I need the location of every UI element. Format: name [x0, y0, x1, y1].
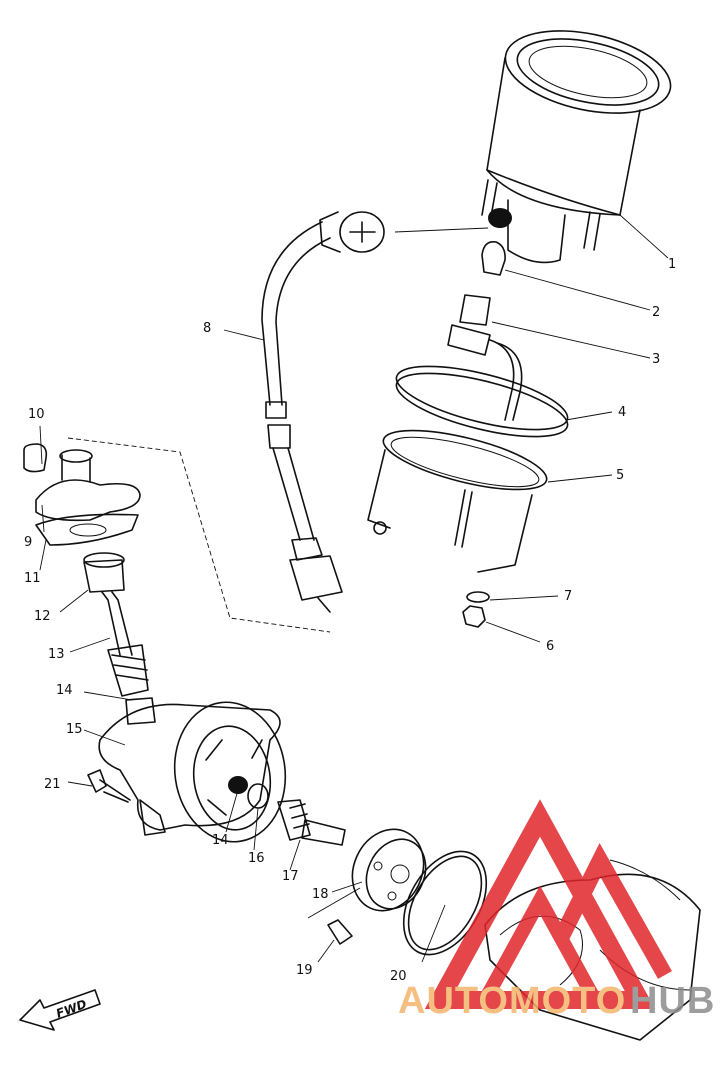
watermark-text-automoto: AUTOMOTO [398, 980, 626, 1022]
bulb [481, 240, 651, 311]
part-number-12: 12 [34, 609, 51, 624]
part-number-13: 13 [48, 647, 65, 662]
meter-gasket [395, 365, 613, 438]
part-number-14b: 14 [212, 833, 229, 848]
part-number-4: 4 [618, 405, 626, 420]
part-number-17: 17 [282, 869, 299, 884]
watermark-logo-icon [424, 799, 672, 1009]
fwd-label: FWD [54, 997, 88, 1021]
part-number-7: 7 [564, 589, 572, 604]
part-number-11: 11 [24, 571, 41, 586]
part-number-20: 20 [390, 969, 407, 984]
nut-and-washer [462, 591, 559, 643]
part-number-labels: 1 2 3 4 5 6 7 8 9 10 11 12 13 14 15 14 1… [24, 257, 676, 984]
part-number-2: 2 [652, 305, 660, 320]
part-number-14a: 14 [56, 683, 73, 698]
meter-assembly [481, 30, 672, 264]
watermark-text-hub: HUB [630, 980, 715, 1022]
meter-bracket [367, 429, 613, 573]
forward-arrow-icon: FWD [19, 989, 101, 1031]
part-number-8: 8 [203, 321, 211, 336]
drive-housing-stack [23, 425, 149, 697]
meter-cable [223, 211, 489, 613]
part-number-6: 6 [546, 639, 554, 654]
part-number-19: 19 [296, 963, 313, 978]
assembly-guide-line [67, 437, 331, 633]
part-number-5: 5 [616, 468, 624, 483]
socket [447, 294, 651, 421]
part-number-21: 21 [44, 777, 61, 792]
part-number-3: 3 [652, 352, 660, 367]
part-number-9: 9 [24, 535, 32, 550]
part-number-15: 15 [66, 722, 83, 737]
part-number-16: 16 [248, 851, 265, 866]
part-number-1: 1 [668, 257, 676, 272]
part-number-18: 18 [312, 887, 329, 902]
automotohub-watermark: AUTOMOTO HUB [398, 799, 715, 1022]
part-number-10: 10 [28, 407, 45, 422]
